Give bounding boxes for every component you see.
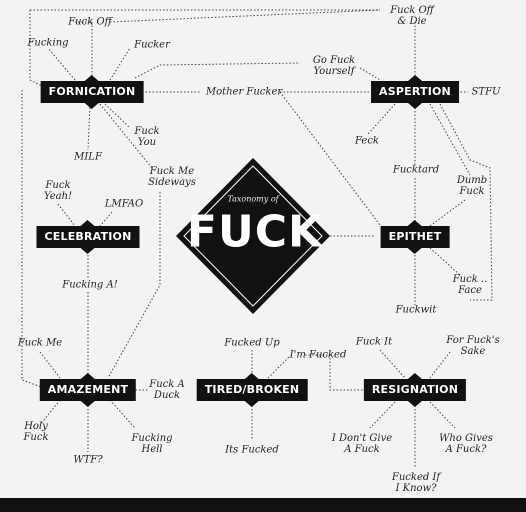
label-fuck-it: Fuck It: [355, 336, 393, 348]
label-fucking-hell: Fucking Hell: [131, 433, 173, 455]
category-celebration: CELEBRATION: [36, 220, 140, 254]
line-fuck-off-die: [109, 9, 381, 23]
category-resignation: RESIGNATION: [363, 373, 467, 407]
label-fucktard: Fucktard: [392, 164, 440, 176]
line-imfucked: [267, 355, 291, 379]
line-dumb-fuck: [429, 103, 471, 176]
line-idontgive: [369, 401, 396, 429]
line-gofuck-aspertion: [359, 67, 381, 81]
label-fuck-me-sideways: Fuck Me Sideways: [148, 166, 196, 188]
category-amazement: AMAZEMENT: [39, 373, 137, 407]
line-lmfao: [99, 211, 113, 227]
label-fuck-you: Fuck You: [134, 126, 160, 148]
label-i-dont-give: I Don't Give A Fuck: [331, 433, 393, 455]
label-lmfao: LMFAO: [104, 198, 144, 210]
label-who-gives: Who Gives A Fuck?: [439, 433, 493, 455]
label-fuck-yeah: Fuck Yeah!: [43, 180, 73, 202]
line-whogives: [429, 401, 456, 429]
line-fuckit: [379, 349, 406, 379]
label-mother-fucker: Mother Fucker: [205, 86, 283, 98]
label-fuck-off: Fuck Off: [68, 16, 112, 28]
label-its-fucked: Its Fucked: [225, 444, 279, 456]
label-wtf: WTF?: [73, 454, 103, 466]
label-fucked-if: Fucked If I Know?: [391, 472, 441, 494]
label-for-fucks-sake: For Fuck's Sake: [446, 335, 500, 357]
label-feck: Feck: [355, 135, 379, 147]
center-title: FUCK: [186, 206, 324, 258]
label-fuck-a-duck: Fuck A Duck: [149, 379, 185, 401]
label-holy-fuck: Holy Fuck: [23, 421, 49, 443]
line-fuck-you: [104, 103, 131, 129]
line-milf: [87, 103, 91, 151]
label-dumb-fuck: Dumb Fuck: [456, 175, 488, 197]
label-fucked-up: Fucked Up: [224, 337, 280, 349]
label-fuck-face: Fuck .. Face: [452, 274, 488, 296]
label-fucking: Fucking: [27, 37, 69, 49]
line-dumbfuck-epithet: [429, 199, 466, 227]
category-tired-broken: TIRED/BROKEN: [196, 373, 308, 407]
label-stfu: STFU: [471, 86, 501, 98]
category-fornication: FORNICATION: [40, 75, 144, 109]
category-aspertion: ASPERTION: [371, 75, 459, 109]
label-milf: MILF: [74, 151, 102, 163]
label-fuckwit: Fuckwit: [395, 304, 437, 316]
line-tired-resignation: [305, 354, 375, 391]
bottom-bar: [0, 498, 526, 512]
label-fucking-a: Fucking A!: [62, 279, 118, 291]
line-fuckinghell: [109, 399, 136, 429]
category-epithet: EPITHET: [380, 220, 450, 254]
label-fuck-me: Fuck Me: [17, 337, 63, 349]
line-fuck-off: [75, 21, 93, 90]
label-fucker: Fucker: [134, 39, 170, 51]
label-im-fucked: I'm Fucked: [289, 349, 347, 361]
label-go-fuck-yourself: Go Fuck Yourself: [312, 55, 356, 77]
line-fuck-yeah: [57, 203, 76, 227]
line-aspertion-right: [439, 103, 493, 301]
label-fuck-off-die: Fuck Off & Die: [390, 5, 434, 27]
line-fucker: [109, 47, 131, 81]
center-subtitle: Taxonomy of: [227, 194, 279, 204]
line-go-fuck-yourself: [134, 62, 301, 79]
